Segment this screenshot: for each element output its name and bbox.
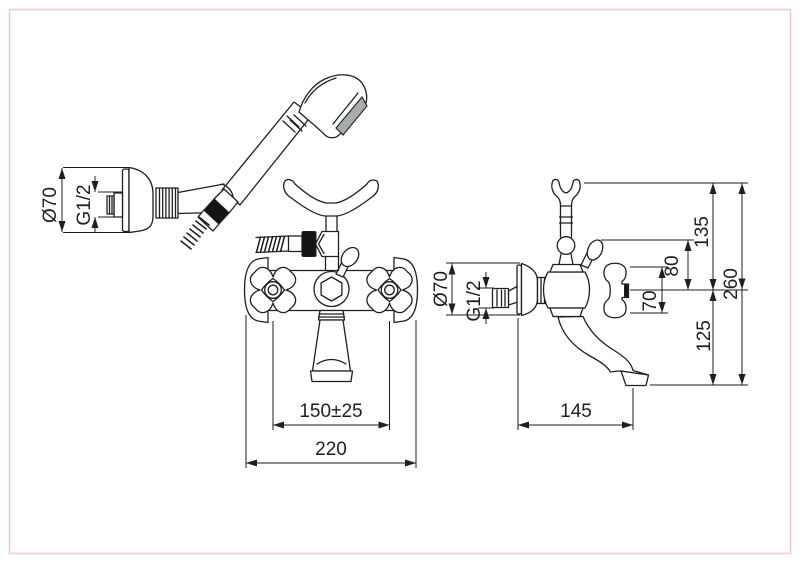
dim-label-bracket-diameter: Ø70: [40, 187, 61, 223]
view-hand-shower-detail: Ø70 G1/2: [40, 74, 368, 250]
side-spout: [557, 315, 650, 387]
dim-label-upper-height: 135: [692, 216, 713, 248]
bracket-wall-plate: [121, 168, 130, 233]
spout-bell-arc: [316, 358, 347, 365]
handle-hub-slit: [624, 284, 629, 297]
side-flange: [520, 262, 539, 317]
shower-cradle-fork: [283, 178, 379, 217]
side-cross-handle: [603, 262, 630, 319]
wall-thread-square: [491, 287, 510, 309]
body-top-cap: [549, 263, 584, 273]
spout-rim: [309, 370, 354, 383]
cradle-ring: [556, 236, 576, 255]
side-cradle-fork: [551, 178, 581, 207]
bracket-clip-arm: [177, 183, 225, 194]
shower-head-crown-line: [304, 77, 337, 104]
spout-neck: [317, 309, 346, 321]
hose-nut-front: [301, 231, 317, 257]
dim-label-front-width: 220: [315, 439, 347, 460]
spout-rim-edge: [620, 370, 650, 376]
view-front: 150±25 220: [243, 178, 419, 468]
cradle-stem: [325, 215, 338, 234]
view-side: 135 125 260 80 70 Ø70 G1/2 145: [431, 178, 748, 430]
dim-label-handle-height: 70: [640, 290, 661, 311]
dim-label-lower-height: 125: [694, 320, 715, 352]
hex-nut: [320, 276, 343, 302]
side-body: [542, 271, 591, 309]
bracket-thread-stub: [113, 192, 124, 218]
dim-label-lever-height: 80: [662, 255, 683, 276]
hose-ring: [197, 209, 220, 232]
side-lever-knob: [586, 239, 604, 261]
page-border: [8, 8, 792, 555]
center-boss: [313, 270, 350, 308]
diverter-lever-knob: [340, 246, 360, 268]
side-cradle-stem: [558, 205, 574, 238]
handle-joint-lines: [282, 115, 300, 133]
body-bottom-cap: [549, 307, 584, 318]
left-cross-handle: [249, 266, 297, 314]
bracket-flange: [128, 166, 154, 234]
dim-label-spout-reach: 145: [560, 401, 592, 422]
dim-mid-arrow: [738, 278, 746, 290]
shower-neck: [289, 114, 307, 132]
hose-joint: [314, 230, 340, 258]
spray-face-rim: [332, 92, 359, 125]
hose-cylinder-front: [287, 235, 303, 253]
dim-label-front-span: 150±25: [299, 401, 362, 422]
dim-label-bracket-thread: G1/2: [74, 184, 95, 225]
side-wall-plate: [516, 264, 523, 315]
dim-label-side-diameter: Ø70: [431, 271, 452, 307]
shower-spray-face: [335, 96, 368, 136]
dim-label-side-thread: G1/2: [464, 280, 485, 321]
hose-coil-front: [255, 235, 286, 253]
hose-coil: [180, 216, 210, 250]
dim-label-total-height: 260: [721, 268, 742, 300]
right-cross-handle: [366, 266, 413, 314]
